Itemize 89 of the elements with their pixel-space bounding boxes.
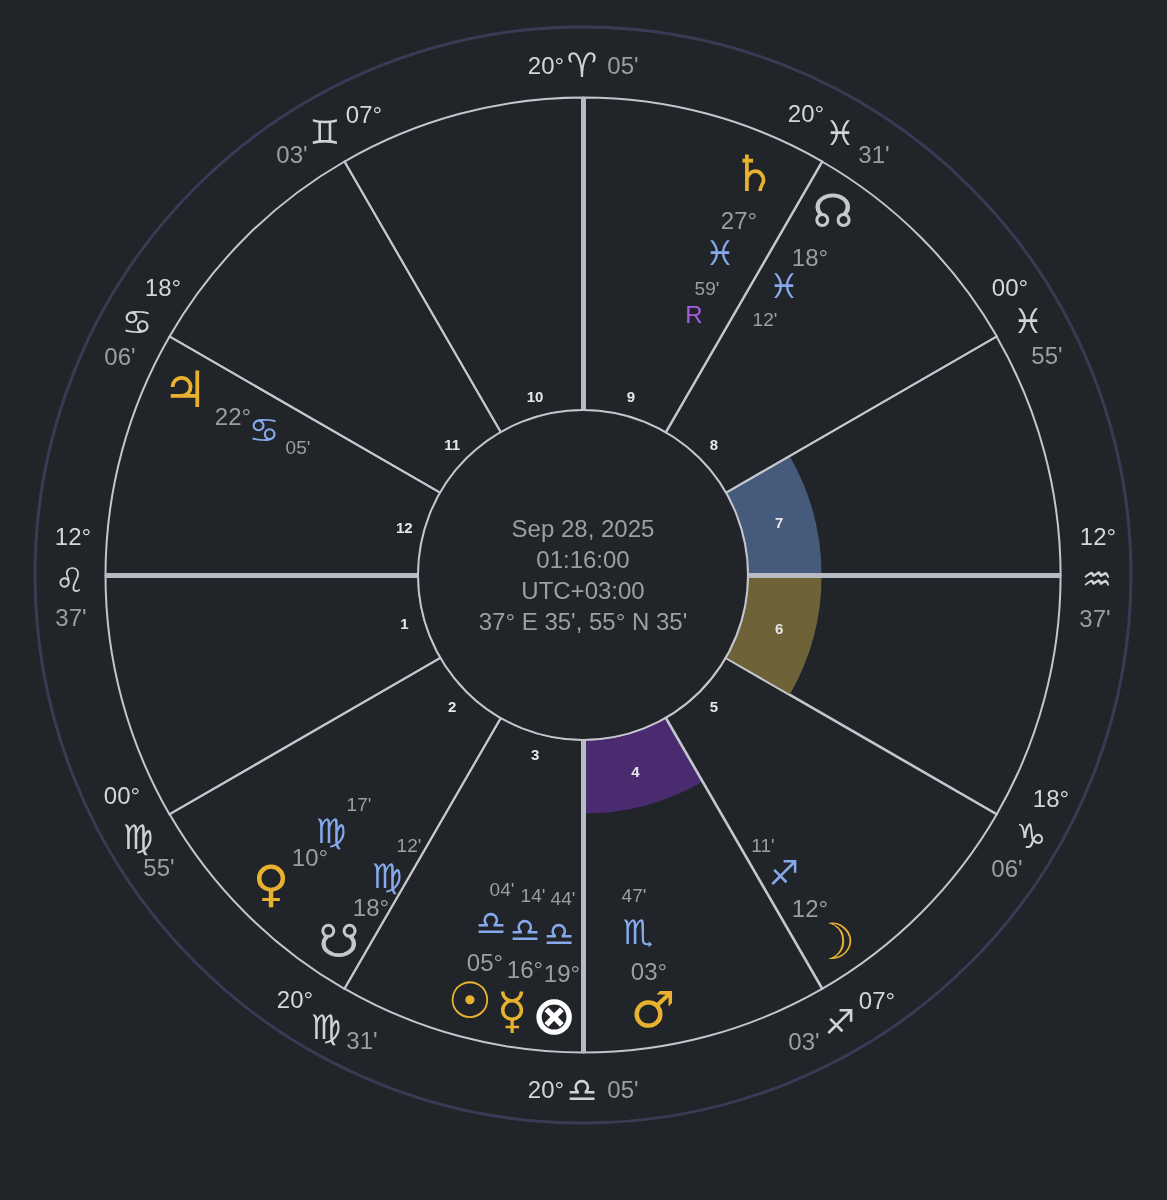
zodiac-sign-symbol: ♎ xyxy=(566,1073,598,1107)
chart-time: 01:16:00 xyxy=(536,546,630,573)
zodiac-sign-symbol: ♍ xyxy=(122,820,154,854)
planet-minutes: 59' xyxy=(694,278,720,298)
cusp-degree: 00° xyxy=(103,784,141,808)
zodiac-sign-symbol: ♓ xyxy=(824,116,856,150)
planet-symbol: ☉ xyxy=(447,976,493,1026)
cusp-minutes: 03' xyxy=(788,1030,820,1054)
zodiac-sign-symbol: ♓ xyxy=(768,269,800,303)
zodiac-sign-symbol: ♓ xyxy=(704,236,736,270)
retrograde-mark: R xyxy=(685,303,703,327)
house-number: 10 xyxy=(526,388,544,404)
zodiac-sign-symbol: ♑ xyxy=(1015,819,1047,853)
house-number: 1 xyxy=(400,615,409,631)
cusp-degree: 12° xyxy=(1079,525,1117,549)
lunar-node-symbol: ☊ xyxy=(812,188,854,234)
zodiac-sign-symbol: ♏ xyxy=(622,915,654,949)
cusp-degree: 20° xyxy=(527,1078,565,1102)
zodiac-sign-symbol: ♍ xyxy=(310,1010,342,1044)
planet-minutes: 17' xyxy=(346,794,372,814)
zodiac-sign-symbol: ♎ xyxy=(509,913,541,947)
zodiac-sign-symbol: ♎ xyxy=(475,906,507,940)
planet-symbol: ☿ xyxy=(496,986,528,1036)
zodiac-sign-symbol: ♎ xyxy=(543,917,575,951)
planet-degree: 03° xyxy=(630,960,668,984)
planet-minutes: 44' xyxy=(550,888,576,908)
house-number: 12 xyxy=(395,519,413,535)
planet-symbol: ♄ xyxy=(731,149,777,199)
house-number: 8 xyxy=(709,436,718,452)
cusp-degree: 18° xyxy=(144,276,182,300)
zodiac-sign-symbol: ♓ xyxy=(1012,304,1044,338)
cusp-minutes: 37' xyxy=(1079,607,1111,631)
zodiac-sign-symbol: ♐ xyxy=(768,856,800,890)
zodiac-sign-symbol: ♌ xyxy=(54,563,86,597)
planet-symbol: ♀ xyxy=(252,859,290,909)
planet-degree: 18° xyxy=(791,246,829,270)
planet-degree: 19° xyxy=(543,962,581,986)
zodiac-sign-symbol: ♐ xyxy=(824,1005,856,1039)
timezone-text: UTC+03:00 xyxy=(521,577,645,604)
cusp-minutes: 06' xyxy=(104,345,136,369)
planet-degree: 10° xyxy=(291,846,329,870)
house-number: 4 xyxy=(631,763,640,779)
house-number: 6 xyxy=(774,620,784,636)
cusp-degree: 07° xyxy=(858,989,896,1013)
cusp-minutes: 05' xyxy=(607,1078,639,1102)
cusp-degree: 20° xyxy=(787,102,825,126)
planet-minutes: 04' xyxy=(489,879,515,899)
cusp-degree: 20° xyxy=(527,54,565,78)
house-number: 2 xyxy=(448,698,457,714)
planet-symbol: ♂ xyxy=(630,985,676,1035)
cusp-minutes: 31' xyxy=(346,1029,378,1053)
part-of-fortune-symbol: ⊗ xyxy=(531,989,577,1043)
zodiac-sign-symbol: ♋ xyxy=(121,305,153,339)
cusp-minutes: 55' xyxy=(143,856,175,880)
zodiac-sign-symbol: ♒ xyxy=(1081,562,1113,596)
planet-minutes: 47' xyxy=(621,885,647,905)
planet-symbol: ♃ xyxy=(162,365,208,415)
cusp-degree: 00° xyxy=(991,276,1029,300)
planet-degree: 16° xyxy=(506,958,544,982)
planet-degree: 05° xyxy=(466,951,504,975)
planet-minutes: 12' xyxy=(396,835,422,855)
lunar-node-symbol: ☋ xyxy=(318,918,360,964)
cusp-minutes: 03' xyxy=(276,143,308,167)
planet-minutes: 05' xyxy=(285,437,311,457)
zodiac-sign-symbol: ♈ xyxy=(566,48,598,82)
cusp-minutes: 55' xyxy=(1031,344,1063,368)
house-number: 9 xyxy=(626,388,636,404)
cusp-minutes: 31' xyxy=(858,143,890,167)
planet-minutes: 11' xyxy=(751,835,775,855)
zodiac-sign-symbol: ♍ xyxy=(315,814,347,848)
planet-minutes: 14' xyxy=(520,885,546,905)
chart-date: Sep 28, 2025 xyxy=(511,515,655,542)
cusp-minutes: 06' xyxy=(991,857,1023,881)
coordinates-text: 37° E 35', 55° N 35' xyxy=(478,608,688,635)
cusp-degree: 07° xyxy=(345,103,383,127)
house-number: 5 xyxy=(709,698,718,714)
cusp-degree: 20° xyxy=(276,988,314,1012)
planet-minutes: 12' xyxy=(752,309,778,329)
cusp-degree: 12° xyxy=(54,525,92,549)
cusp-degree: 18° xyxy=(1032,787,1070,811)
house-number: 11 xyxy=(444,436,461,452)
zodiac-sign-symbol: ♍ xyxy=(371,859,403,893)
cusp-minutes: 37' xyxy=(55,606,87,630)
house-number: 7 xyxy=(774,514,784,530)
planet-degree: 18° xyxy=(352,896,390,920)
zodiac-sign-symbol: ♊ xyxy=(309,115,341,149)
cusp-minutes: 05' xyxy=(607,54,639,78)
planet-degree: 27° xyxy=(720,209,758,233)
house-number: 3 xyxy=(530,746,540,762)
